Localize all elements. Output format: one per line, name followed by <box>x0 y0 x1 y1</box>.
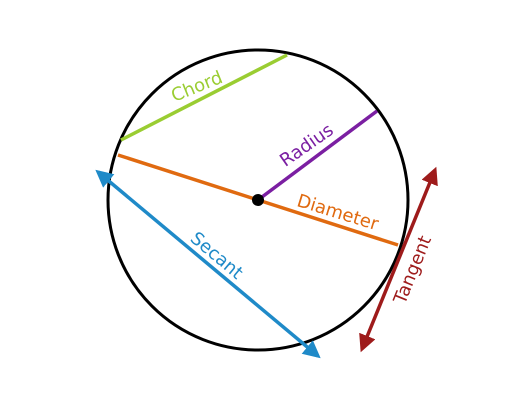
diameter-label: Diameter <box>294 190 381 235</box>
tangent-line <box>359 166 438 353</box>
secant-line <box>95 169 321 359</box>
center-point <box>252 194 264 206</box>
secant-label: Secant <box>186 228 247 284</box>
chord-line <box>120 53 288 142</box>
